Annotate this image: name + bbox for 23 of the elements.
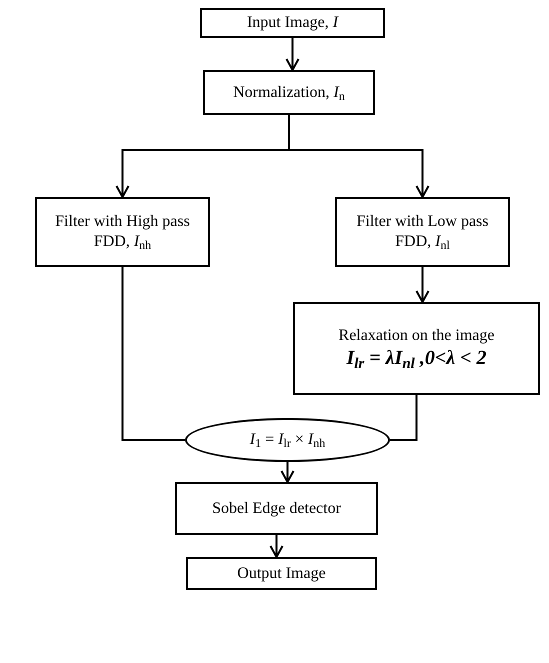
box-label: Filter with High pass FDD, I$_{nh}$ xyxy=(54,212,191,252)
box-label: Filter with Low pass FDD, I$_{nl}$ xyxy=(356,212,490,252)
box-label: Normalization, I$_{n}$ xyxy=(232,82,346,102)
process-box xyxy=(335,197,510,267)
process-box xyxy=(35,197,210,267)
arrow xyxy=(270,535,284,558)
process-box xyxy=(203,70,375,115)
box-label: Output Image xyxy=(236,564,327,584)
arrow xyxy=(288,115,430,198)
formula-text: I$_{lr}$ = λI$_{nl}$ ,0<λ < 2 xyxy=(346,346,487,371)
connector-line xyxy=(122,267,185,441)
box-label: Sobel Edge detector xyxy=(211,498,342,518)
arrow xyxy=(286,38,300,71)
process-box xyxy=(200,8,385,38)
process-box xyxy=(175,482,378,535)
box-label: Input Image, I xyxy=(246,13,340,33)
box-label: I$_{1}$ = I$_{lr}$ × I$_{nh}$ xyxy=(248,430,326,450)
process-box xyxy=(293,302,540,395)
process-box xyxy=(186,557,377,590)
connector-line xyxy=(390,395,418,441)
arrow xyxy=(416,267,430,303)
box-label: Relaxation on the image xyxy=(338,326,496,346)
arrow xyxy=(280,462,294,483)
